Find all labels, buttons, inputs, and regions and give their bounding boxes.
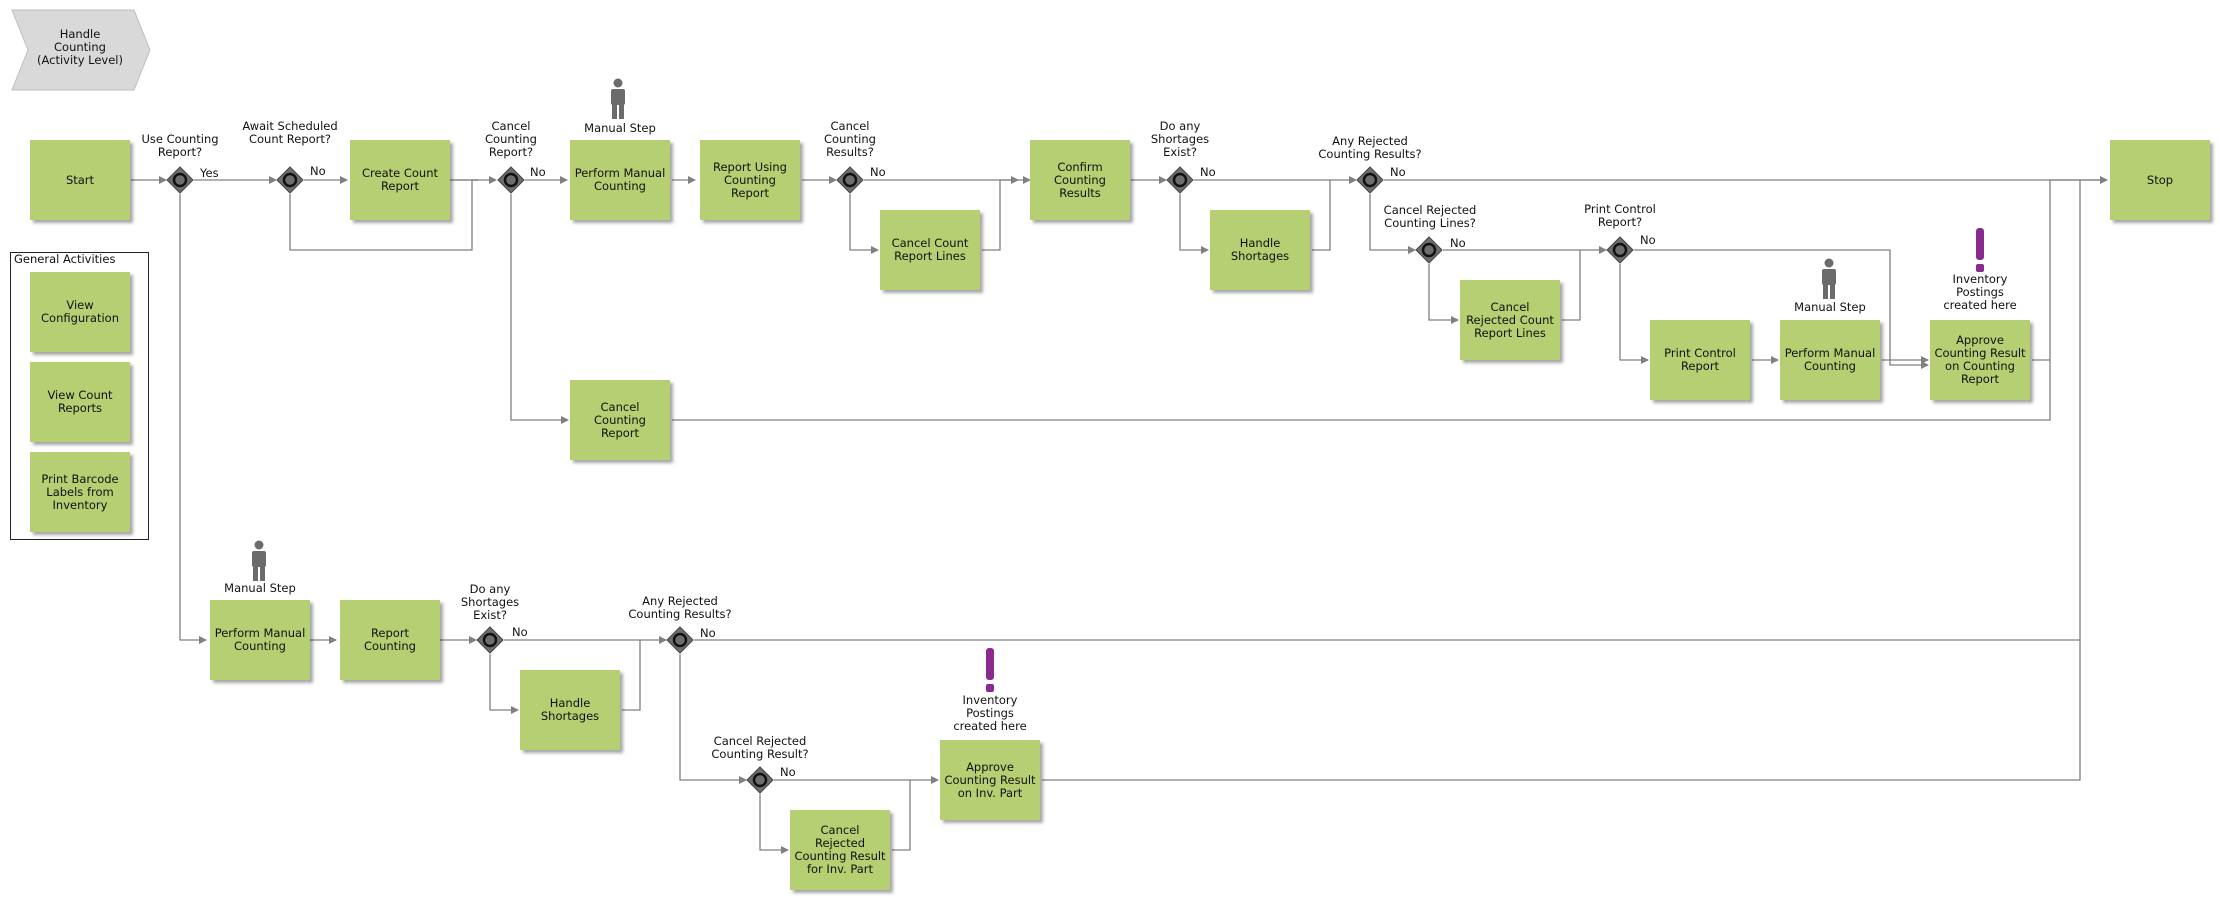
- confirm-counting-results-activity[interactable]: Confirm Counting Results: [1030, 140, 1130, 220]
- exclamation-icon: [1976, 228, 1984, 272]
- perform-manual-counting-activity[interactable]: Perform Manual Counting: [570, 140, 670, 220]
- perform-manual-counting-activity-3[interactable]: Perform Manual Counting: [210, 600, 310, 680]
- manual-step-label-2: Manual Step: [1794, 300, 1866, 314]
- branch-no-10: No: [780, 765, 796, 779]
- branch-no-8: No: [512, 625, 528, 639]
- header-line-2: Counting: [54, 40, 106, 54]
- gateway-label-cancel-counting-report: Cancel Counting Report?: [485, 119, 537, 159]
- gateway-label-any-rejected-2: Any Rejected Counting Results?: [628, 594, 732, 621]
- branch-no-4: No: [1200, 165, 1216, 179]
- gateway-cancel-rejected-result[interactable]: [746, 766, 774, 794]
- create-count-report-activity[interactable]: Create Count Report: [350, 140, 450, 220]
- gateway-shortages-exist[interactable]: [1166, 166, 1194, 194]
- gateway-use-counting-report[interactable]: [166, 166, 194, 194]
- branch-no-9: No: [700, 626, 716, 640]
- manual-step-label: Manual Step: [584, 121, 656, 135]
- gateway-cancel-rejected-lines[interactable]: [1415, 236, 1443, 264]
- print-control-report-activity[interactable]: Print Control Report: [1650, 320, 1750, 400]
- gateway-any-rejected-2[interactable]: [666, 626, 694, 654]
- branch-yes: Yes: [200, 166, 219, 180]
- activity-header-title: Handle Counting (Activity Level): [20, 28, 140, 67]
- gateway-label-shortages-exist: Do any Shortages Exist?: [1150, 119, 1210, 159]
- gateway-print-control-report[interactable]: [1606, 236, 1634, 264]
- start-node[interactable]: Start: [30, 140, 130, 220]
- gateway-cancel-counting-results[interactable]: [836, 166, 864, 194]
- cancel-count-report-lines-activity[interactable]: Cancel Count Report Lines: [880, 210, 980, 290]
- gateway-cancel-counting-report[interactable]: [497, 166, 525, 194]
- inventory-postings-note-2: Inventory Postings created here: [953, 693, 1027, 733]
- view-count-reports-activity[interactable]: View Count Reports: [30, 362, 130, 442]
- exclamation-icon: [986, 648, 994, 692]
- gateway-label-shortages-exist-2: Do any Shortages Exist?: [460, 582, 520, 622]
- branch-no-2: No: [530, 165, 546, 179]
- handle-shortages-activity[interactable]: Handle Shortages: [1210, 210, 1310, 290]
- approve-counting-result-inv-part-activity[interactable]: Approve Counting Result on Inv. Part: [940, 740, 1040, 820]
- gateway-label-print-control: Print Control Report?: [1584, 202, 1656, 229]
- person-icon: [1822, 258, 1836, 299]
- perform-manual-counting-activity-2[interactable]: Perform Manual Counting: [1780, 320, 1880, 400]
- gateway-label-cancel-rejected-lines: Cancel Rejected Counting Lines?: [1383, 203, 1477, 230]
- gateway-label-await-scheduled: Await Scheduled Count Report?: [242, 119, 338, 146]
- approve-counting-result-report-activity[interactable]: Approve Counting Result on Counting Repo…: [1930, 320, 2030, 400]
- branch-no-5: No: [1390, 165, 1406, 179]
- inventory-postings-note: Inventory Postings created here: [1943, 272, 2017, 312]
- gateway-label-cancel-rejected-result: Cancel Rejected Counting Result?: [711, 734, 809, 761]
- cancel-rejected-counting-result-inv-part-activity[interactable]: Cancel Rejected Counting Result for Inv.…: [790, 810, 890, 890]
- connectors: [131, 176, 2108, 854]
- branch-no-3: No: [870, 165, 886, 179]
- gateway-label-any-rejected: Any Rejected Counting Results?: [1318, 134, 1422, 161]
- report-counting-activity[interactable]: Report Counting: [340, 600, 440, 680]
- view-configuration-activity[interactable]: View Configuration: [30, 272, 130, 352]
- gateway-label-cancel-counting-results: Cancel Counting Results?: [824, 119, 876, 159]
- cancel-counting-report-activity[interactable]: Cancel Counting Report: [570, 380, 670, 460]
- general-activities-title: General Activities: [14, 252, 116, 266]
- header-line-3: (Activity Level): [37, 53, 123, 67]
- manual-step-label-3: Manual Step: [224, 581, 296, 595]
- gateway-shortages-exist-2[interactable]: [476, 626, 504, 654]
- branch-no-1: No: [310, 164, 326, 178]
- person-icon: [611, 78, 625, 119]
- activity-header-chevron: [11, 9, 151, 91]
- gateway-await-scheduled[interactable]: [276, 166, 304, 194]
- header-line-1: Handle: [59, 27, 101, 41]
- print-barcode-labels-activity[interactable]: Print Barcode Labels from Inventory: [30, 452, 130, 532]
- person-icon: [252, 540, 266, 581]
- stop-node[interactable]: Stop: [2110, 140, 2210, 220]
- branch-no-6: No: [1450, 236, 1466, 250]
- report-using-counting-report-activity[interactable]: Report Using Counting Report: [700, 140, 800, 220]
- cancel-rejected-count-report-lines-activity[interactable]: Cancel Rejected Count Report Lines: [1460, 280, 1560, 360]
- branch-no-7: No: [1640, 233, 1656, 247]
- handle-shortages-activity-2[interactable]: Handle Shortages: [520, 670, 620, 750]
- gateway-any-rejected[interactable]: [1356, 166, 1384, 194]
- general-activities-group: [10, 252, 149, 540]
- gateway-label-use-counting-report: Use Counting Report?: [141, 132, 219, 159]
